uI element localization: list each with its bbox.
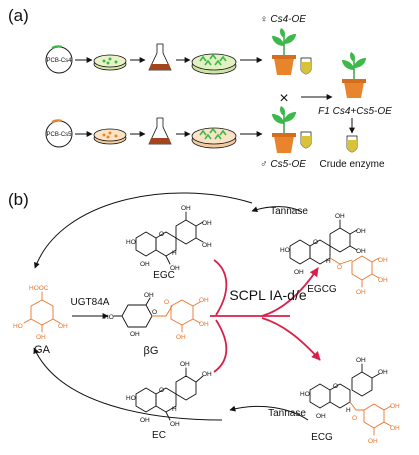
- male-line-label: ♂ Cs5-OE: [260, 159, 306, 170]
- petri-dish-cs4: [93, 54, 127, 71]
- svg-text:OH: OH: [378, 257, 388, 264]
- svg-text:OH: OH: [368, 438, 378, 445]
- ec-molecule: HO OH OH OH OH O H: [126, 361, 212, 428]
- svg-text:OH: OH: [202, 242, 212, 249]
- svg-text:OH: OH: [36, 334, 46, 341]
- svg-text:H: H: [326, 258, 331, 265]
- plant-f1: [342, 52, 366, 98]
- row-cs5: PCB-Cs5 ♂ Cs5-OE: [45, 106, 312, 170]
- svg-text:OH: OH: [202, 371, 212, 378]
- svg-text:OH: OH: [140, 261, 150, 268]
- svg-text:OH: OH: [316, 413, 326, 420]
- svg-text:O: O: [352, 415, 357, 422]
- svg-text:OH: OH: [356, 228, 366, 235]
- to-egcg-arrow: [261, 267, 319, 317]
- ecg-molecule: HO OH OH OH O H O OH OH OH: [300, 357, 400, 445]
- plasmid-cs5: PCB-Cs5: [45, 119, 73, 148]
- plant-cs4: [272, 28, 296, 75]
- enzyme-scpl: SCPL IA-d/e: [229, 287, 307, 303]
- tube-cs5: [300, 131, 312, 149]
- svg-text:OH: OH: [390, 403, 400, 410]
- compound-ga: GA: [34, 344, 51, 356]
- egcg-to-tannase-arrow: [251, 206, 303, 213]
- svg-text:HO: HO: [126, 395, 136, 402]
- svg-text:OH: OH: [390, 425, 400, 432]
- svg-text:O: O: [313, 239, 318, 246]
- svg-text:OH: OH: [294, 269, 304, 276]
- svg-text:O: O: [159, 231, 164, 238]
- svg-text:OH: OH: [170, 421, 180, 428]
- svg-text:OH: OH: [170, 265, 180, 272]
- panel-b-label: (b): [8, 190, 29, 209]
- flask-cs5: [148, 117, 172, 145]
- svg-text:OH: OH: [199, 297, 209, 304]
- svg-text:OH: OH: [181, 205, 191, 212]
- svg-text:OH: OH: [58, 323, 68, 330]
- svg-text:OH: OH: [144, 292, 154, 299]
- svg-text:HO: HO: [104, 314, 114, 321]
- crude-enzyme-label: Crude enzyme: [319, 159, 384, 170]
- svg-text:OH: OH: [130, 331, 140, 338]
- egcg-molecule: HO OH OH OH OH O H O OH OH OH: [280, 213, 388, 296]
- svg-text:OH: OH: [356, 289, 366, 296]
- svg-text:OH: OH: [356, 248, 366, 255]
- plasmid-cs4-label: PCB-Cs4: [46, 58, 72, 64]
- flask-cs4: [148, 43, 172, 71]
- svg-text:OH: OH: [202, 220, 212, 227]
- tube-cs4: [300, 57, 312, 75]
- svg-text:HO: HO: [126, 239, 136, 246]
- svg-text:OH: OH: [199, 321, 209, 328]
- ec-feed-arrow: [213, 319, 228, 373]
- female-line-label: ♀ Cs4-OE: [260, 14, 306, 25]
- compound-ecg: ECG: [311, 432, 333, 443]
- ga-molecule: HOOC HO OH OH: [13, 285, 68, 341]
- f1-label: F1 Cs4+Cs5-OE: [318, 106, 392, 117]
- petri-dish-cs5: [93, 128, 127, 145]
- svg-text:H: H: [346, 407, 351, 414]
- panel-a-label: (a): [8, 6, 29, 25]
- svg-text:OH: OH: [335, 213, 345, 220]
- compound-ec: EC: [152, 430, 166, 441]
- svg-text:HOOC: HOOC: [29, 285, 49, 292]
- cross-symbol: ×: [279, 90, 288, 107]
- plasmid-cs4: PCB-Cs4: [45, 45, 73, 74]
- svg-text:O: O: [333, 383, 338, 390]
- svg-text:O: O: [337, 264, 342, 271]
- tannase-top-label: Tannase: [270, 206, 308, 217]
- svg-text:O: O: [164, 299, 169, 306]
- tannase-bottom-arrow: [33, 347, 223, 421]
- svg-text:OH: OH: [176, 334, 186, 341]
- svg-text:O: O: [159, 387, 164, 394]
- svg-text:HO: HO: [13, 323, 23, 330]
- svg-text:H: H: [172, 406, 177, 413]
- svg-text:OH: OH: [356, 357, 366, 364]
- to-ecg-arrow: [261, 317, 321, 361]
- compound-egcg: EGCG: [307, 284, 337, 295]
- row-cs4: PCB-Cs4 ♀ Cs4-OE: [45, 14, 312, 75]
- svg-text:OH: OH: [378, 369, 388, 376]
- tube-f1: [346, 135, 358, 153]
- ecg-to-tannase-arrow: [229, 405, 309, 421]
- enzyme-ugt84a: UGT84A: [71, 297, 110, 308]
- compound-egc: EGC: [153, 270, 175, 281]
- egc-feed-arrow: [213, 259, 228, 316]
- callus-plate-cs5: [191, 127, 237, 149]
- svg-text:HO: HO: [280, 247, 290, 254]
- svg-text:OH: OH: [140, 417, 150, 424]
- svg-text:HO: HO: [300, 391, 310, 398]
- tannase-bottom-label: Tannase: [268, 408, 306, 419]
- plasmid-cs5-label: PCB-Cs5: [46, 132, 72, 138]
- svg-text:H: H: [172, 250, 177, 257]
- plant-cs5: [272, 106, 296, 153]
- callus-plate-cs4: [191, 53, 237, 75]
- svg-text:OH: OH: [378, 277, 388, 284]
- egc-molecule: HO OH OH OH OH OH O H: [126, 205, 212, 272]
- svg-text:OH: OH: [180, 361, 190, 368]
- tannase-top-arrow: [34, 192, 253, 269]
- compound-bg: βG: [144, 345, 159, 357]
- svg-text:O: O: [152, 309, 157, 316]
- bg-molecule: HO OH OH O O OH OH OH: [104, 292, 209, 341]
